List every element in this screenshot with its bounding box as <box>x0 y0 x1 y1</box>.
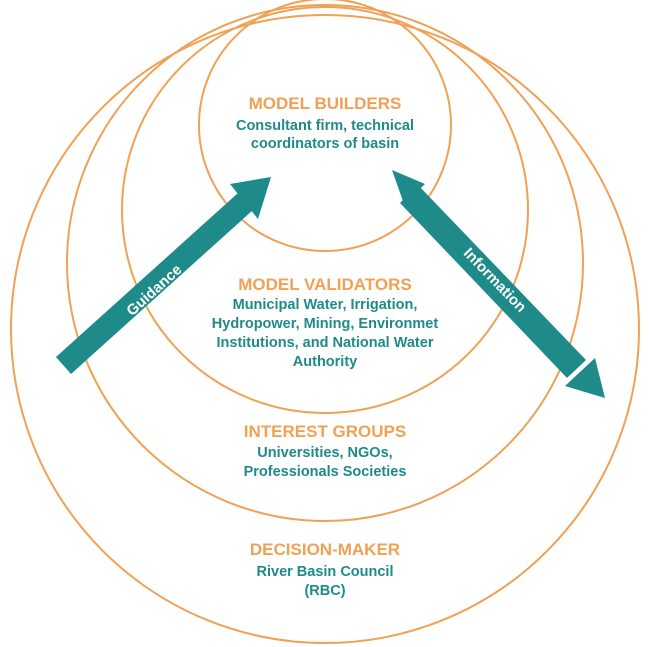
model-validators-ring <box>121 6 529 414</box>
information-arrow-head <box>565 358 605 398</box>
model-builders-group: MODEL BUILDERS Consultant firm, technica… <box>236 94 414 152</box>
model-validators-line: Hydropower, Mining, Environmet <box>212 316 439 332</box>
decision-maker-line: River Basin Council <box>257 564 394 580</box>
model-validators-title: MODEL VALIDATORS <box>238 275 411 294</box>
model-validators-line: Municipal Water, Irrigation, <box>233 297 418 313</box>
decision-maker-title: DECISION-MAKER <box>250 540 400 559</box>
guidance-arrow-shaft <box>56 193 253 374</box>
model-builders-line: coordinators of basin <box>251 136 399 152</box>
model-validators-line: Institutions, and National Water <box>217 335 434 351</box>
information-arrow-label: Information <box>460 245 530 316</box>
model-builders-line: Consultant firm, technical <box>236 118 414 134</box>
decision-maker-line: (RBC) <box>304 583 345 599</box>
interest-groups-line: Professionals Societies <box>244 464 407 480</box>
decision-maker-group: DECISION-MAKER River Basin Council (RBC) <box>250 540 400 599</box>
interest-groups-line: Universities, NGOs, <box>257 445 392 461</box>
interest-groups-title: INTEREST GROUPS <box>244 422 406 441</box>
interest-groups-group: INTEREST GROUPS Universities, NGOs, Prof… <box>244 422 407 480</box>
decision-maker-ring <box>10 14 640 644</box>
information-arrow-shaft <box>400 185 586 378</box>
interest-groups-ring <box>66 4 584 522</box>
model-builders-ring <box>198 0 452 252</box>
information-arrow: Information <box>392 170 605 398</box>
model-builders-title: MODEL BUILDERS <box>249 94 402 113</box>
model-validators-line: Authority <box>293 354 357 370</box>
guidance-arrow-head <box>230 177 271 219</box>
model-validators-group: MODEL VALIDATORS Municipal Water, Irriga… <box>212 275 439 370</box>
information-arrow-tail-head <box>392 170 425 204</box>
